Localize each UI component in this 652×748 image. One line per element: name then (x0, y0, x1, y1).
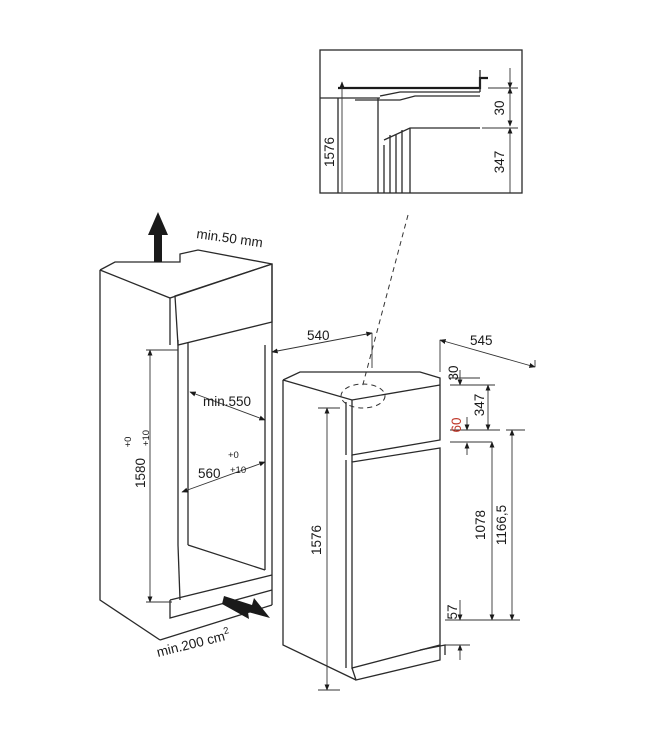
air-inlet-arrow (222, 596, 270, 619)
appliance-height-label: 1576 (309, 525, 324, 555)
appliance: 540 545 1576 30 347 60 1078 1166,5 57 (271, 328, 536, 691)
appliance-depth-label: 545 (470, 333, 493, 348)
detail-leader (361, 214, 409, 389)
appliance-total-label: 1166,5 (494, 505, 509, 545)
niche-depth-label: min.550 (203, 394, 251, 409)
appliance-base-label: 57 (445, 604, 460, 619)
detail-inset: 1576 30 347 (319, 49, 523, 194)
detail-callout-circle (340, 383, 386, 409)
ventilation-bottom-text: min.200 cm (155, 628, 226, 659)
niche-height-tol-minus: +10 (141, 430, 152, 446)
appliance-gap-label: 60 (449, 417, 464, 432)
appliance-upper-label: 347 (472, 394, 487, 417)
detail-top-label: 30 (492, 100, 507, 115)
niche-width-tol-plus: +0 (228, 450, 239, 461)
appliance-lower-label: 1078 (473, 510, 488, 540)
niche-width-label: 560 (198, 466, 221, 481)
niche-height-label: 1580 (133, 458, 148, 488)
appliance-top-label: 30 (446, 365, 461, 380)
detail-height-label: 1576 (322, 137, 337, 167)
detail-frame (319, 49, 523, 194)
ventilation-bottom-sup: 2 (222, 625, 230, 637)
ventilation-bottom-label: min.200 cm2 (155, 625, 232, 660)
niche-height-tol-plus: +0 (123, 437, 134, 448)
ventilation-top-label: min.50 mm (196, 226, 264, 250)
niche-cabinet: 1580 +0 +10 min.550 560 +0 +10 min.50 mm… (99, 212, 273, 660)
niche-width-tol-minus: +10 (230, 465, 246, 476)
air-outlet-arrow (148, 212, 168, 262)
appliance-width-label: 540 (307, 328, 330, 343)
detail-upper-label: 347 (492, 151, 507, 174)
